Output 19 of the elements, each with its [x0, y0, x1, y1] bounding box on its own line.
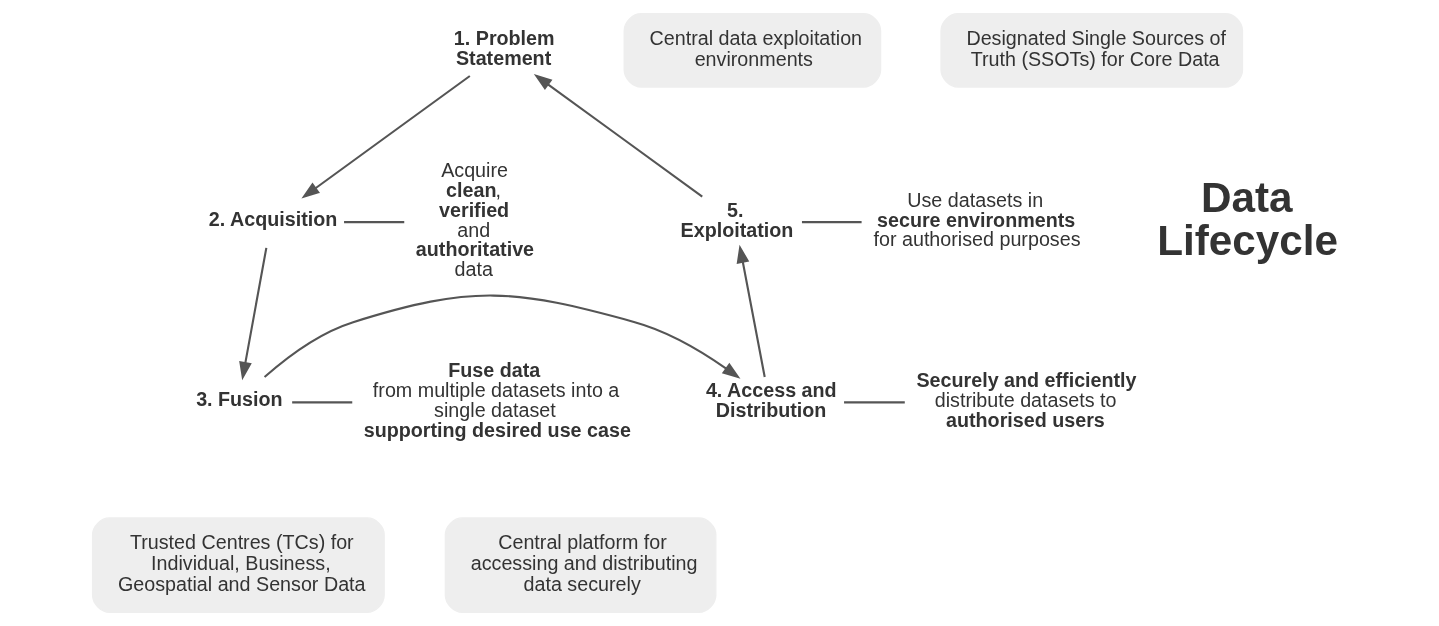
arrow — [300, 75, 470, 199]
node-text: Acquire clean, verified and authoritative data — [415, 159, 534, 280]
arrow — [736, 244, 766, 378]
node-text: Fuse data from multiple datasets into a single dataset supporting desired use case — [363, 359, 631, 441]
node-text: 2. Acquisition — [208, 207, 337, 230]
node-text: Securely and efficiently distribute datasets to authorised users — [915, 369, 1137, 431]
connector — [801, 221, 862, 224]
arrow — [533, 74, 703, 198]
node-text: Use datasets in secure environments for authorised purposes — [873, 188, 1081, 251]
connector — [843, 401, 905, 404]
connector — [291, 401, 352, 404]
node-text: 5. Exploitation — [680, 198, 793, 241]
node-text: 1. Problem Statement — [453, 27, 555, 69]
arrow — [238, 247, 267, 381]
node-text: 4. Access and Distribution — [705, 379, 837, 421]
label: Data Lifecycle — [1156, 174, 1338, 264]
connector — [343, 221, 404, 224]
node-text: 3. Fusion — [195, 388, 283, 411]
arrow — [263, 294, 740, 379]
